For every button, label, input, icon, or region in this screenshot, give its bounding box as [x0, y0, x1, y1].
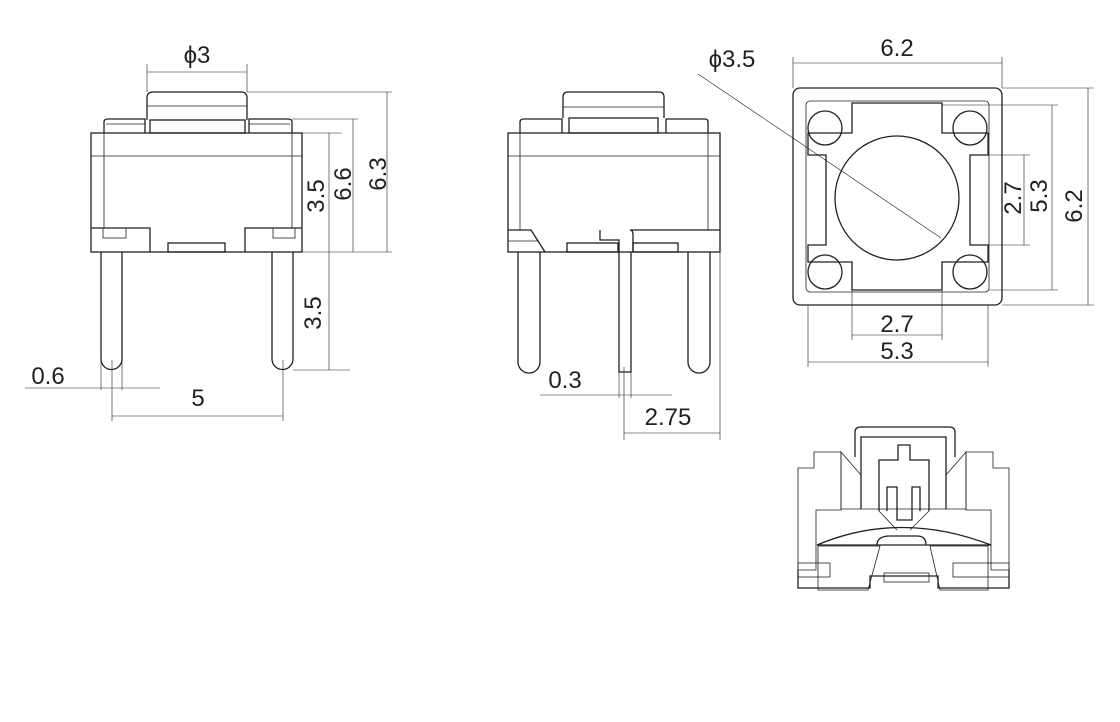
dim-total-height: 6.3 [365, 157, 392, 190]
dim-button-diameter: ϕ3 [184, 42, 211, 69]
left-pin [100, 252, 123, 371]
dim-pin-pitch: 5 [191, 385, 204, 412]
cross-section-view [797, 426, 1010, 591]
button-circle [834, 135, 960, 261]
dim-pin-width: 0.6 [31, 363, 64, 390]
dim-pin-length: 3.5 [300, 296, 327, 329]
top-view: ϕ3.5 6.2 6.2 5.3 2.7 2.7 5.3 [697, 35, 1094, 367]
dim-inner-cut-width: 2.7 [880, 311, 913, 338]
dim-inner-cut-height: 2.7 [1000, 181, 1027, 214]
button-cap [146, 91, 248, 120]
dim-hole-diameter: ϕ3.5 [709, 46, 756, 73]
dim-center-pin-width: 0.3 [548, 367, 581, 394]
dim-inner-height: 5.3 [1026, 179, 1053, 212]
dim-body-height: 3.5 [303, 179, 330, 212]
button-stem [149, 119, 246, 134]
dim-body-height-tabs: 6.6 [330, 167, 357, 200]
front-view: ϕ3 6.3 6.6 3.5 3.5 0.6 5 [25, 42, 392, 421]
dim-width: 6.2 [880, 35, 913, 62]
switch-body [90, 132, 303, 253]
dim-center-pin-offset: 2.75 [645, 404, 692, 431]
dim-height: 6.2 [1061, 189, 1088, 222]
right-pin [271, 252, 294, 371]
top-outline [792, 87, 1003, 306]
center-pin [618, 252, 632, 373]
side-view: 0.3 2.75 [507, 91, 721, 440]
dim-inner-width: 5.3 [880, 338, 913, 365]
side-body [507, 132, 721, 253]
